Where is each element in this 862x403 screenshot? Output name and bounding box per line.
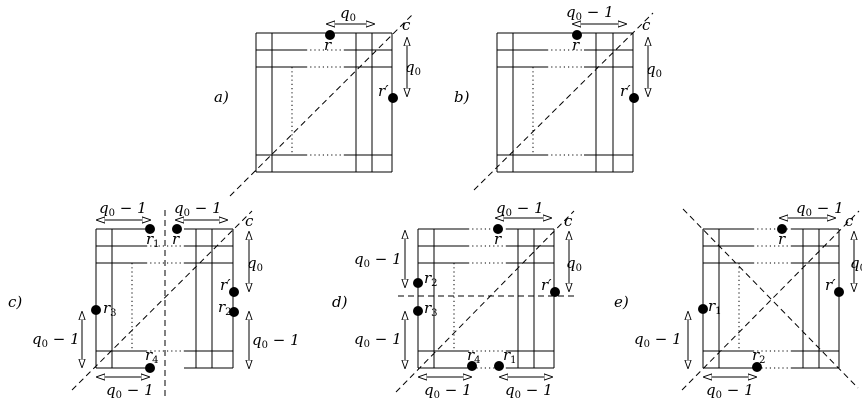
point-label-r-prime: r′ [620,82,631,100]
point-r [777,224,787,234]
diagonal-e [681,210,860,391]
point-r [172,224,182,234]
corner-label: c [564,212,573,230]
point-label-r: r [494,230,502,248]
corner-label: c [402,16,411,34]
point-label-r1: r1 [708,297,722,317]
dimension-label: q0 − 1 [505,381,553,401]
point-label-r4: r4 [145,346,159,366]
dimension-label: q0 − 1 [796,199,844,219]
grid-d [417,228,555,369]
dimension-label: q0 − 1 [496,199,544,219]
point-label-r: r [778,230,786,248]
panel-label-c: c) [8,293,22,311]
panel-label-a: a) [214,88,229,106]
dimension-label: q0 − 1 [566,3,614,23]
diagonal-d [395,210,575,393]
point-r1 [145,224,155,234]
point-r1 [698,304,708,314]
dimension-label: q0 − 1 [99,199,147,219]
panel-a: a) r r′ c q0 q0 [214,4,421,197]
point-label-r2: r2 [752,346,766,366]
point-label-r: r [172,230,180,248]
grid-e [702,228,840,369]
point-label-r2: r2 [218,298,232,318]
point-r1 [494,361,504,371]
point-r-prime [388,93,398,103]
panel-label-b: b) [454,88,470,106]
point-label-r1: r1 [146,230,160,250]
point-r-prime [834,287,844,297]
point-label-r-prime: r′ [825,276,836,294]
point-r3 [91,305,101,315]
diagonal-b [473,12,654,191]
point-label-r1: r1 [503,346,517,366]
point-label-r3: r3 [103,299,117,319]
panel-c: c) r r1 r′ r2 r3 r4 c q0 − 1 q0 − 1 q0 q… [8,199,300,401]
dimension-label: q0 [850,254,862,274]
diagonal-a [229,12,415,197]
point-r2 [229,307,239,317]
corner-label: c [845,212,854,230]
panel-b: b) r r′ c q0 − 1 q0 [454,3,662,191]
dimension-label: q0 − 1 [354,330,402,350]
point-label-r: r [324,36,332,54]
dimension-label: q0 [340,4,356,24]
dimension-label: q0 [405,58,421,78]
dimension-label: q0 − 1 [424,381,472,401]
corner-label: c [245,212,254,230]
panel-label-d: d) [332,293,348,311]
point-label-r2: r2 [424,269,438,289]
point-r [493,224,503,234]
point-label-r-prime: r′ [378,82,389,100]
point-r2 [752,362,762,372]
dimension-label: q0 − 1 [354,250,402,270]
point-label-r-prime: r′ [541,276,552,294]
dimension-label: q0 − 1 [174,199,222,219]
point-label-r: r [572,36,580,54]
point-label-r3: r3 [424,299,438,319]
grid-b [496,32,634,173]
dimension-label: q0 [247,254,263,274]
dimension-label: q0 − 1 [634,330,682,350]
dimension-label: q0 [566,254,582,274]
diagonal-c [71,210,253,391]
point-r [572,30,582,40]
panel-label-e: e) [614,293,629,311]
point-r3 [413,306,423,316]
corner-label: c [642,16,651,34]
grid-c [95,228,234,369]
panel-e: e) r r′ r1 r2 c q0 − 1 q0 q0 − 1 q0 − 1 [614,199,862,401]
dimension-label: q0 − 1 [32,330,80,350]
point-r2 [413,278,423,288]
point-r-prime [229,287,239,297]
point-label-r4: r4 [467,346,481,366]
point-r-prime [629,93,639,103]
point-label-r-prime: r′ [220,276,231,294]
point-r [325,30,335,40]
anti-diagonal-e [682,208,859,389]
dimension-label: q0 − 1 [706,381,754,401]
dimension-label: q0 − 1 [106,381,154,401]
dimension-label: q0 [646,60,662,80]
dimension-label: q0 − 1 [252,331,300,351]
point-r4 [467,361,477,371]
panel-d: d) r r′ r2 r3 r4 r1 c q0 − 1 q0 q0 − 1 q… [332,199,582,401]
point-r-prime [550,287,560,297]
point-r4 [145,363,155,373]
